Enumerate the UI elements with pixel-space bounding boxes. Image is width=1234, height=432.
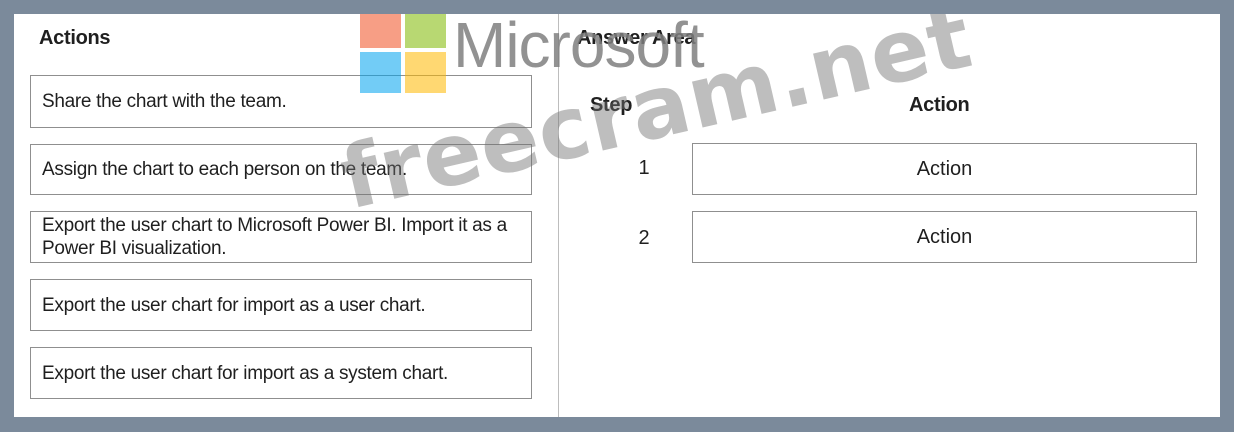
action-item-share[interactable]: Share the chart with the team. (30, 75, 532, 128)
action-item-export-power-bi[interactable]: Export the user chart to Microsoft Power… (30, 211, 532, 263)
action-item-export-system-chart[interactable]: Export the user chart for import as a sy… (30, 347, 532, 399)
answer-slot-label: Action (916, 157, 973, 180)
answer-slot-1[interactable]: Action (692, 143, 1197, 195)
answer-slot-2[interactable]: Action (692, 211, 1197, 263)
action-item-assign[interactable]: Assign the chart to each person on the t… (30, 144, 532, 195)
action-item-label: Export the user chart for import as a sy… (42, 362, 449, 384)
drag-drop-question-panel: Actions Share the chart with the team. A… (14, 14, 1220, 417)
action-item-label: Share the chart with the team. (42, 91, 287, 112)
action-item-export-user-chart[interactable]: Export the user chart for import as a us… (30, 279, 532, 331)
action-item-label: Export the user chart to Microsoft Power… (42, 215, 507, 259)
answer-slot-label: Action (916, 225, 973, 248)
action-item-label: Export the user chart for import as a us… (42, 294, 426, 316)
answer-area-heading: Answer Area (577, 27, 696, 49)
action-item-label: Assign the chart to each person on the t… (42, 159, 407, 180)
microsoft-logo-icon (360, 14, 448, 95)
step-number-2: 2 (638, 227, 650, 249)
step-number-1: 1 (638, 157, 650, 179)
actions-heading: Actions (39, 27, 111, 49)
column-divider (558, 14, 559, 417)
action-column-header: Action (909, 94, 970, 116)
step-column-header: Step (590, 94, 633, 116)
